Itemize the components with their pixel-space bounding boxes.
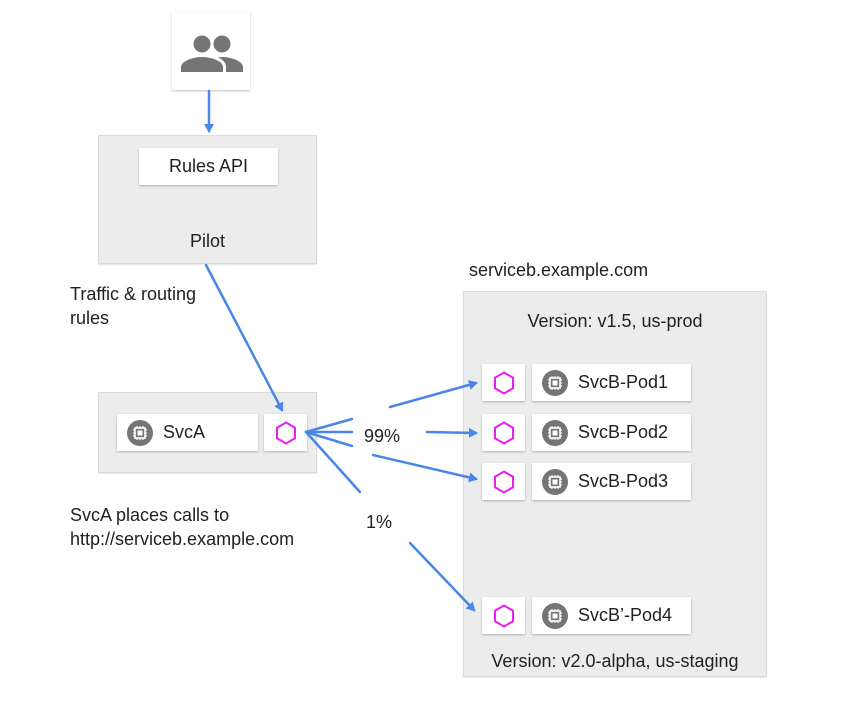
- svca-label: SvcA: [163, 422, 206, 442]
- rules-api-label: Rules API: [168, 156, 249, 176]
- version-staging-label: Version: v2.0-alpha, us-staging: [491, 651, 739, 671]
- pod1-label: SvcB-Pod1: [578, 372, 669, 392]
- traffic-split-1-label: 1%: [366, 512, 393, 532]
- rules-api-card: Rules API: [139, 148, 278, 185]
- users-card: [172, 12, 250, 90]
- pod3-label: SvcB-Pod3: [578, 471, 669, 491]
- pod1-proxy-card: [482, 364, 525, 401]
- pilot-to-proxy-arrow: [204, 263, 284, 412]
- traffic-routing-rules-label-line2: rules: [70, 308, 110, 328]
- proxy-to-pod1-arrow: [304, 383, 476, 434]
- svca-note-line1: SvcA places calls to: [70, 505, 230, 525]
- pod2-card: SvcB-Pod2: [532, 414, 691, 451]
- pod4-proxy-card: [482, 597, 525, 634]
- proxy-hexagon-icon: [493, 370, 514, 395]
- chip-icon: [542, 468, 568, 495]
- traffic-routing-rules-label-line1: Traffic & routing: [70, 284, 197, 304]
- chip-icon: [542, 419, 568, 446]
- pod2-proxy-card: [482, 414, 525, 451]
- proxy-hexagon-icon: [493, 603, 514, 628]
- serviceb-panel: Version: v1.5, us-prod SvcB-Pod1 SvcB-Po…: [463, 291, 767, 677]
- people-icon: [181, 35, 243, 72]
- svca-card: SvcA: [117, 414, 258, 451]
- chip-icon: [127, 419, 153, 446]
- proxy-to-pod2-arrow: [304, 432, 476, 433]
- proxy-to-pod4-arrow: [304, 430, 474, 610]
- svca-panel: SvcA: [98, 392, 317, 473]
- chip-icon: [542, 369, 568, 396]
- proxy-hexagon-icon: [493, 469, 514, 494]
- traffic-split-99-label: 99%: [364, 426, 401, 446]
- pod4-card: SvcB’-Pod4: [532, 597, 691, 634]
- pod3-card: SvcB-Pod3: [532, 463, 691, 500]
- version-prod-label: Version: v1.5, us-prod: [527, 311, 703, 331]
- pilot-panel: Rules API Pilot: [98, 135, 317, 264]
- pod4-label: SvcB’-Pod4: [578, 605, 673, 625]
- svca-note-line2: http://serviceb.example.com: [70, 529, 295, 549]
- pod1-card: SvcB-Pod1: [532, 364, 691, 401]
- proxy-hexagon-icon: [493, 420, 514, 445]
- chip-icon: [542, 602, 568, 629]
- svca-proxy-card: [264, 414, 307, 451]
- proxy-hexagon-icon: [275, 420, 296, 445]
- pod2-label: SvcB-Pod2: [578, 422, 669, 442]
- pilot-label: Pilot: [189, 231, 225, 251]
- pod3-proxy-card: [482, 463, 525, 500]
- serviceb-host-label: serviceb.example.com: [469, 260, 649, 280]
- proxy-to-pod3-arrow: [304, 430, 476, 479]
